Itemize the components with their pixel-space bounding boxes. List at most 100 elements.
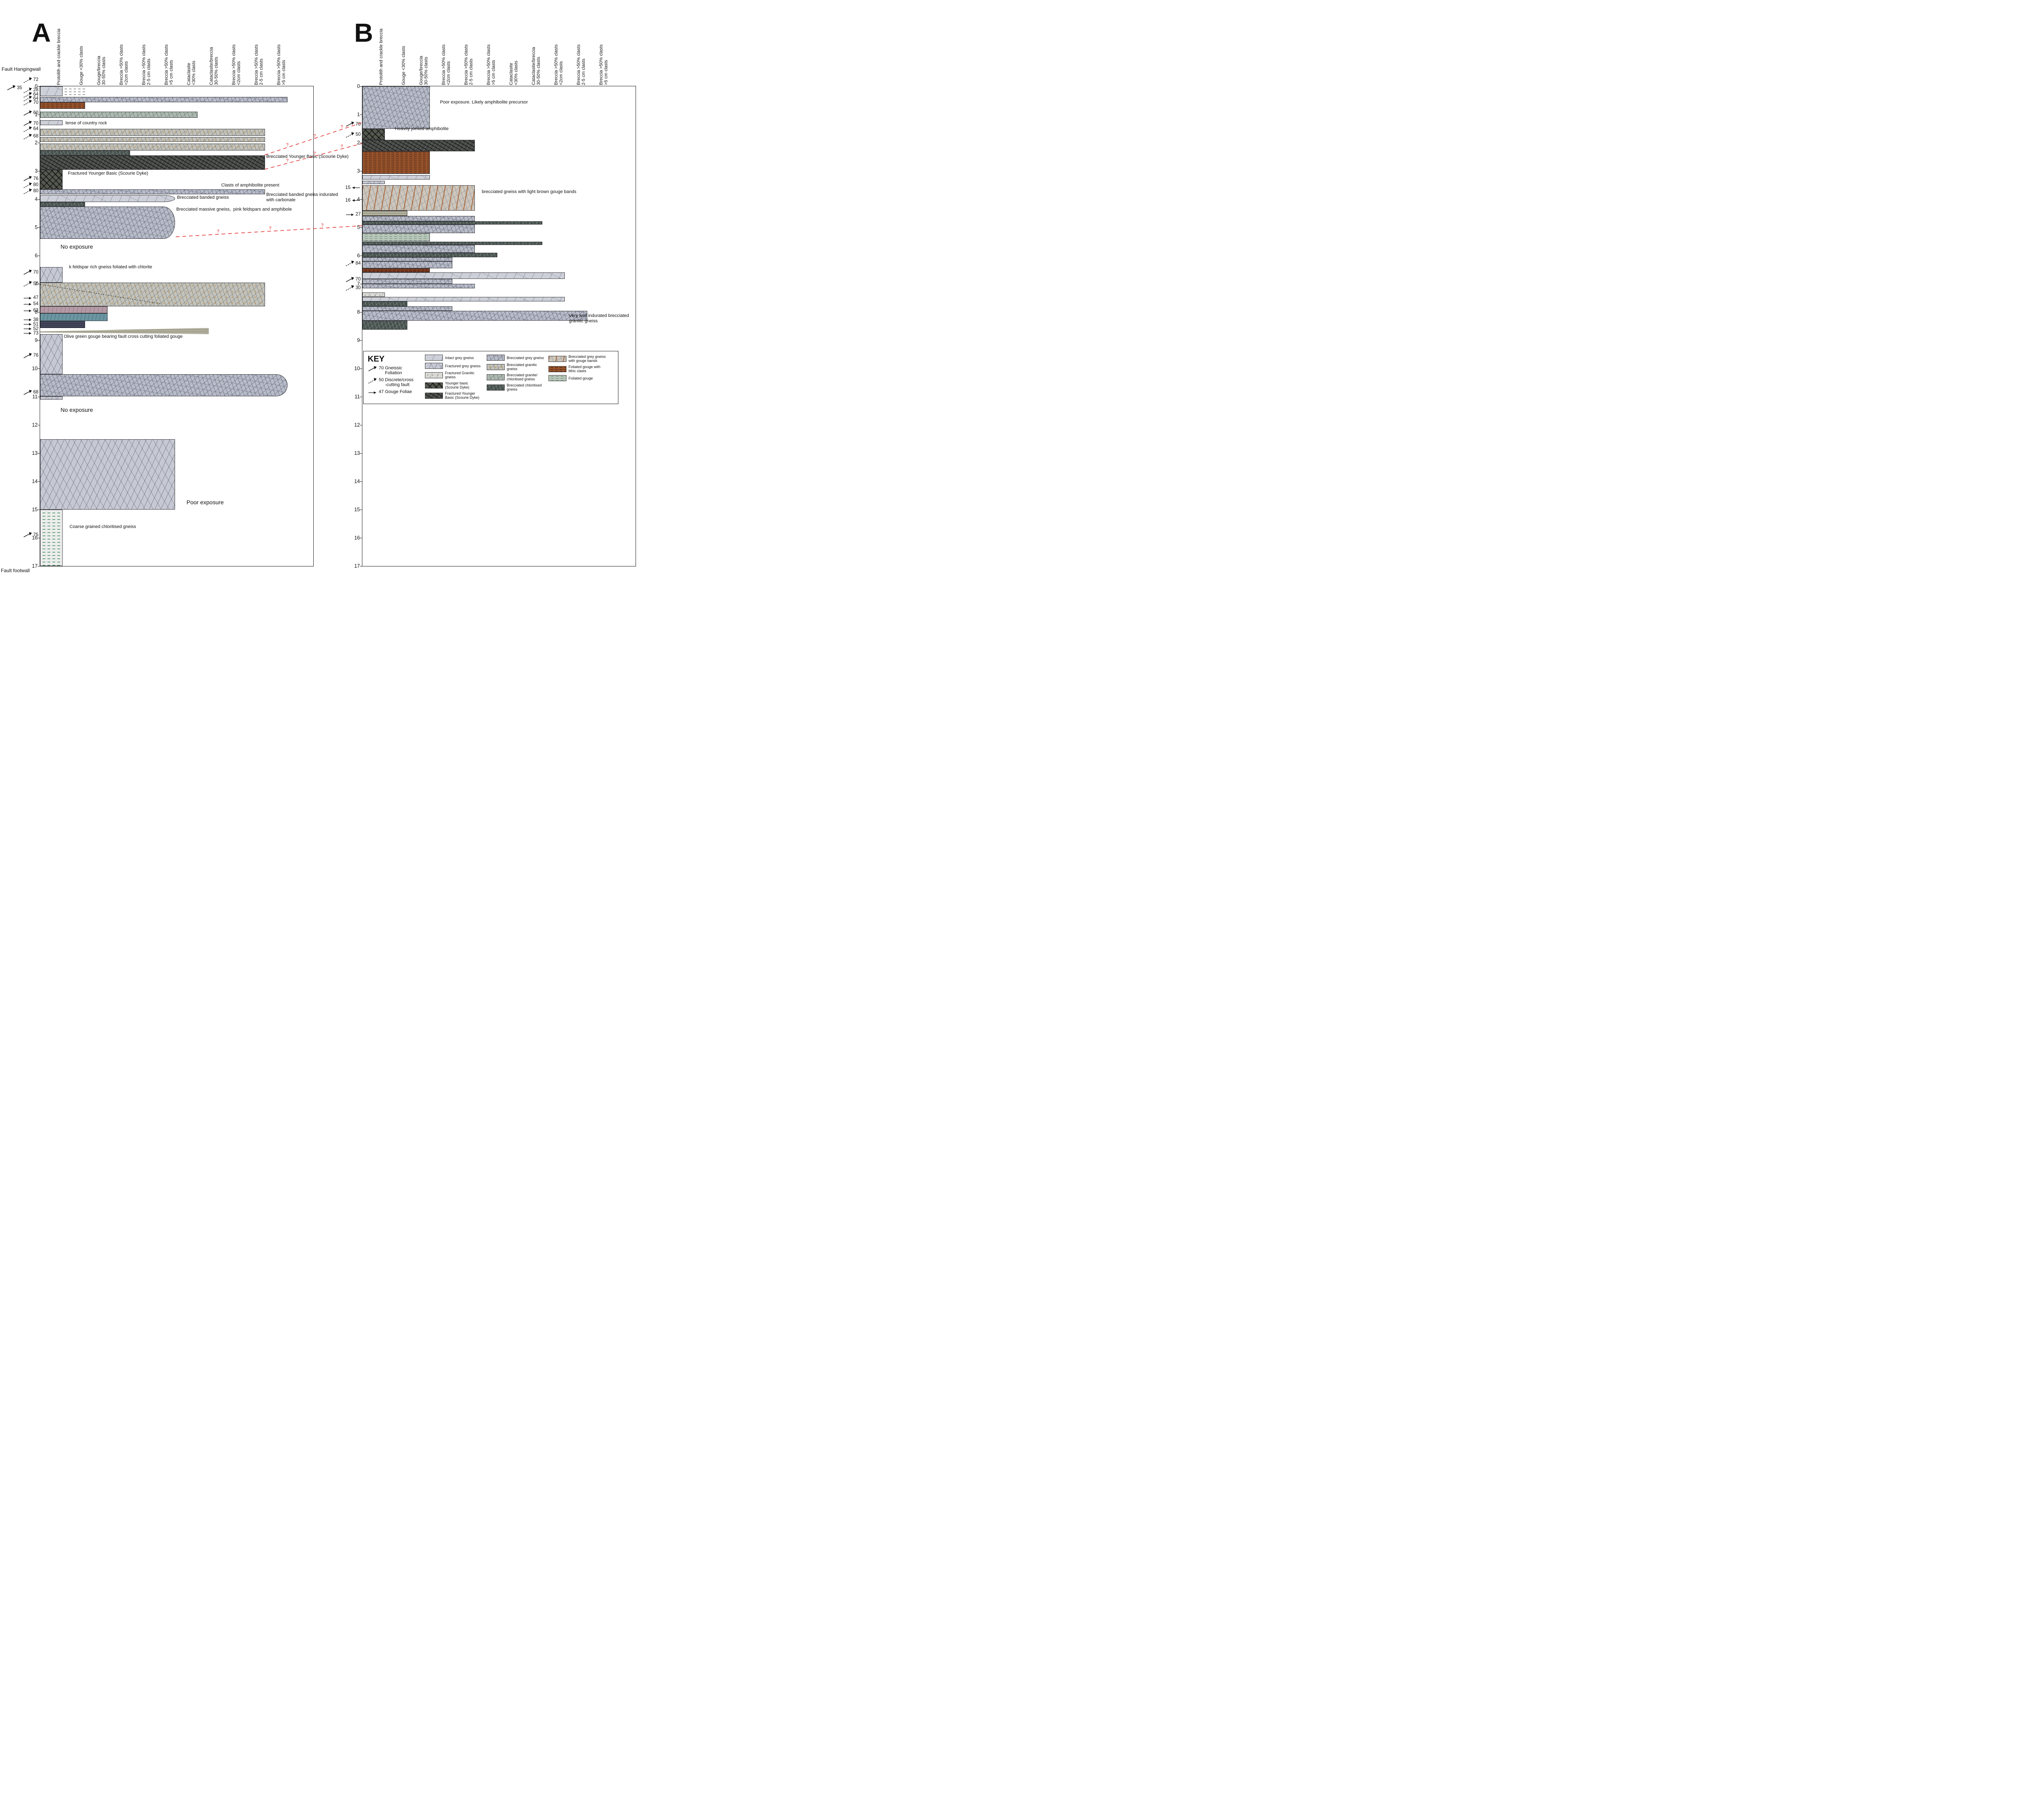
log-bar xyxy=(40,144,265,151)
log-bar xyxy=(40,195,175,202)
fault-arrow-icon xyxy=(23,100,32,106)
log-bar xyxy=(362,297,565,301)
key-item-label: Foliated gouge xyxy=(568,376,593,380)
key-symbol-value: 50 xyxy=(379,377,384,382)
gouge-left-arrow-icon xyxy=(352,186,360,189)
log-bar xyxy=(362,272,565,279)
depth-tick xyxy=(360,481,362,482)
column-headers: Protolith and crackle breccia Gouge <30% … xyxy=(362,0,635,86)
log-bar xyxy=(40,169,63,189)
log-bar xyxy=(40,155,265,170)
depth-label: 4 xyxy=(35,196,38,202)
key-item-label: Brecciated grey gneiss with gouge bands xyxy=(568,355,606,363)
depth-label: 14 xyxy=(32,479,38,484)
annotation: Very well indurated brecciated granitic … xyxy=(569,313,629,324)
foliation-arrow-icon xyxy=(23,176,32,181)
log-bar xyxy=(362,216,475,221)
structural-measurement: 70 xyxy=(9,99,38,106)
depth-label: 5 xyxy=(357,225,360,230)
gouge-arrow-icon xyxy=(369,391,376,394)
log-bar xyxy=(40,128,265,136)
younger-basic-swatch xyxy=(425,382,443,389)
foliation-arrow-icon xyxy=(23,353,32,358)
structural-measurement: 50 xyxy=(331,132,361,138)
depth-label: 3 xyxy=(35,168,38,174)
depth-tick xyxy=(38,481,40,482)
structural-measurement: 28 xyxy=(9,87,38,93)
structural-measurement: 64 xyxy=(9,92,38,98)
structural-measurement: 47 xyxy=(9,295,38,301)
depth-label: 0 xyxy=(357,83,360,89)
log-bar xyxy=(362,225,475,233)
annotation: Olive green gouge bearing fault cross cu… xyxy=(64,334,183,339)
depth-label: 11 xyxy=(32,394,38,400)
structural-measurement: 38 xyxy=(9,317,38,323)
foliation-arrow-icon xyxy=(23,532,32,537)
fault-arrow-icon xyxy=(346,132,355,138)
depth-tick xyxy=(360,453,362,454)
gouge-arrow-icon xyxy=(24,297,32,299)
fault-arrow-icon xyxy=(23,92,32,98)
brecciated-granitic-swatch xyxy=(487,364,505,370)
gouge-arrow-icon xyxy=(346,213,354,216)
key-symbol-label: Discrete/cross -cutting fault xyxy=(385,377,413,387)
fractured-grey-swatch xyxy=(425,363,443,369)
depth-label: 15 xyxy=(32,507,38,512)
log-bar xyxy=(362,86,430,129)
key-item-label: Brecciated granite/ chloritised gneiss xyxy=(507,373,538,381)
key-item-label: Fractured Granitic gneiss xyxy=(445,371,475,379)
column-header: Protolith and crackle breccia xyxy=(379,28,384,85)
panel-letter-b: B xyxy=(354,18,373,47)
annotation: Fractured Younger Basic (Scourie Dyke) xyxy=(68,171,148,176)
column-header: Breccia >50% clasts>5 cm clasts xyxy=(276,44,286,85)
key-item: Foliated gouge xyxy=(548,375,606,381)
depth-label: 16 xyxy=(32,535,38,541)
column-header: Gouge <30% clasts xyxy=(401,46,406,85)
depth-label: 17 xyxy=(354,563,360,569)
structural-measurement: 35 xyxy=(0,85,22,91)
key-symbol-label: Gouge Foliae xyxy=(385,389,412,394)
fault-arrow-icon xyxy=(23,77,32,83)
log-bar xyxy=(40,112,198,118)
log-bar xyxy=(40,321,85,328)
log-bar xyxy=(40,120,63,126)
column-header: Cataclasite<30% clasts xyxy=(186,61,196,85)
annotation: No exposure xyxy=(61,243,93,250)
annotation: Poor exposure xyxy=(186,499,224,506)
log-bar xyxy=(40,396,63,400)
log-bar xyxy=(40,189,265,194)
depth-label: 13 xyxy=(354,450,360,456)
depth-label: 0 xyxy=(35,83,38,89)
fault-arrow-icon xyxy=(23,281,32,287)
depth-tick xyxy=(360,368,362,369)
structural-measurement: 70 xyxy=(9,120,38,126)
log-bar xyxy=(362,279,452,284)
annotation: Heavily jointed amphibolite xyxy=(395,126,449,131)
log-bar xyxy=(40,313,108,321)
gouge-left-arrow-icon xyxy=(352,199,360,202)
depth-label: 8 xyxy=(357,309,360,315)
fault-arrow-icon xyxy=(346,261,355,266)
depth-tick xyxy=(38,453,40,454)
structural-measurement: 70 xyxy=(331,121,361,127)
annotation: Brecciated banded gneiss xyxy=(177,195,229,200)
structural-measurement: 52 xyxy=(9,326,38,332)
depth-tick xyxy=(360,199,362,200)
fault-arrow-icon xyxy=(23,133,32,139)
gouge-bands-swatch xyxy=(548,355,566,362)
log-bar xyxy=(362,253,497,258)
key-item: Brecciated granite/ chloritised gneiss xyxy=(487,373,544,381)
log-bar xyxy=(362,284,475,289)
foliation-arrow-icon xyxy=(23,389,32,395)
log-bar xyxy=(40,97,288,102)
gouge-arrow-icon xyxy=(24,323,32,326)
column-header: Breccia >50% clasts<2cm clasts xyxy=(231,44,241,85)
fault-footwall-label: Fault footwall xyxy=(1,568,30,573)
log-bar xyxy=(362,320,407,330)
gouge-arrow-icon xyxy=(24,309,32,312)
